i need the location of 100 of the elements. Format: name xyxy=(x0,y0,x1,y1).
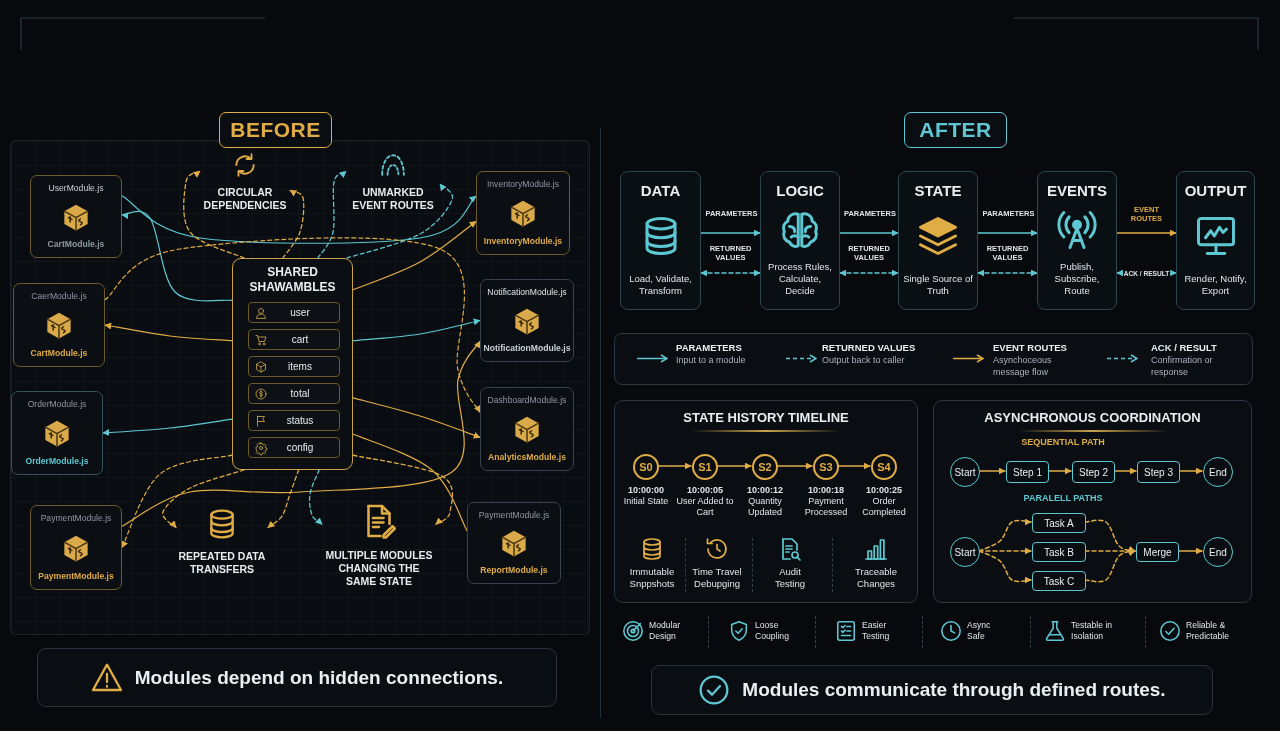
file-name: NotificationModule.js xyxy=(483,343,571,354)
module-card xyxy=(480,387,574,471)
stage-title: EVENTS xyxy=(1047,182,1107,199)
arrow xyxy=(1116,229,1177,237)
file-name: OrderModule.js xyxy=(25,456,89,467)
legend-text: EVENT ROUTES Asynchoceous message flow xyxy=(993,342,1068,378)
stage-card xyxy=(1176,171,1255,310)
file-name: PaymentModule.js xyxy=(38,571,114,582)
module-card xyxy=(30,505,122,590)
stage-description: Render, Notify, Export xyxy=(1183,273,1248,297)
dashed-arrow xyxy=(183,170,245,259)
step-box: Step 3 xyxy=(1137,461,1180,483)
callout-text: CIRCULAR DEPENDENCIES xyxy=(202,186,288,212)
variable-row xyxy=(248,329,340,350)
module-card xyxy=(476,171,570,255)
dashed-double-arrow xyxy=(839,269,899,277)
file-name: InventoryModule.js xyxy=(486,179,560,190)
timeline-step-circle: S3 xyxy=(813,454,839,480)
dashed-arrow xyxy=(978,518,1032,552)
arrow xyxy=(121,195,477,244)
terminal-circle: End xyxy=(1203,457,1233,487)
dashed-arrow xyxy=(104,237,481,413)
callout-text: UNMARKED EVENT ROUTES xyxy=(351,186,435,212)
feature-caption: Immutable Snppshots xyxy=(628,566,676,590)
arrow xyxy=(352,318,481,342)
variable-name: total xyxy=(290,388,310,399)
feature-caption: Easier Testing xyxy=(862,620,891,642)
arrow xyxy=(776,462,813,470)
arrow xyxy=(121,210,233,302)
stage-card xyxy=(898,171,978,310)
stage-title: LOGIC xyxy=(776,182,824,199)
step-box: Task C xyxy=(1032,571,1086,591)
arrow xyxy=(1177,547,1203,555)
feature-caption: Traceable Changes xyxy=(854,566,898,590)
stage-description: Process Rules, Calculate, Decide xyxy=(767,261,833,297)
variable-row xyxy=(248,437,340,458)
section-panel xyxy=(933,400,1252,603)
variable-name: items xyxy=(288,361,312,372)
shared-state-panel xyxy=(232,258,353,470)
panel-title: ASYNCHRONOUS COORDINATION xyxy=(984,410,1201,425)
stage-title: STATE xyxy=(914,182,962,199)
arrow xyxy=(1047,467,1072,475)
legend-text: RETURNED VALUES Output back to caller xyxy=(822,342,916,366)
dashed-double-arrow xyxy=(700,269,761,277)
step-caption: Initial State xyxy=(623,496,669,507)
step-caption: Quantity Updated xyxy=(747,496,783,518)
file-name: PaymentModule.js xyxy=(478,510,550,521)
file-name: InventoryModule.js xyxy=(483,236,563,247)
section-subheading: SEQUENTIAL PATH xyxy=(1021,437,1105,447)
dashed-arrow xyxy=(978,547,1032,555)
stage-description: Single Source of Truth xyxy=(902,273,974,297)
file-name: OrderModule.js xyxy=(27,399,87,410)
section-badge: BEFORE xyxy=(219,112,332,148)
stage-card xyxy=(620,171,701,310)
feature-caption: Time Travel Debupging xyxy=(691,566,743,590)
feature-caption: Reliable & Predictable xyxy=(1186,620,1230,642)
variable-name: status xyxy=(286,415,314,426)
module-card xyxy=(480,279,574,362)
variable-row xyxy=(248,302,340,323)
step-caption: Order Completed xyxy=(861,496,907,518)
variable-row xyxy=(248,356,340,377)
timestamp: 10:00:00 xyxy=(628,485,664,496)
file-name: CartModule.js xyxy=(30,348,88,359)
step-box: Step 1 xyxy=(1006,461,1049,483)
timeline-step-circle: S4 xyxy=(871,454,897,480)
arrow xyxy=(352,397,481,439)
dashed-arrow xyxy=(121,454,233,549)
stage-title: OUTPUT xyxy=(1184,182,1247,199)
file-name: UserModule.js xyxy=(48,183,104,194)
stage-card xyxy=(1037,171,1117,310)
file-name: CaerModule.js xyxy=(31,291,87,302)
variable-name: cart xyxy=(291,334,309,345)
timestamp: 10:00:12 xyxy=(747,485,783,496)
banner-text: Modules communicate through defined routes. xyxy=(742,679,1166,701)
dashed-arrow xyxy=(346,183,454,259)
step-box: Task A xyxy=(1032,513,1086,533)
legend-text: ACK / RESULT Confirmation or response xyxy=(1151,342,1218,378)
message-banner xyxy=(651,665,1213,715)
terminal-circle: Start xyxy=(950,457,980,487)
file-name: CartModule.js xyxy=(47,239,105,250)
timeline-step-circle: S0 xyxy=(633,454,659,480)
step-box: Merge xyxy=(1136,542,1179,562)
feature-caption: Audit Testing xyxy=(773,566,807,590)
module-card xyxy=(467,502,561,584)
arrow xyxy=(657,462,692,470)
arrow xyxy=(1113,467,1137,475)
module-card xyxy=(30,175,122,258)
banner-text: Modules depend on hidden connections. xyxy=(134,666,504,689)
variable-name: user xyxy=(290,307,310,318)
timeline-step-circle: S1 xyxy=(692,454,718,480)
variable-row xyxy=(248,383,340,404)
stage-card xyxy=(760,171,840,310)
arrow xyxy=(1178,467,1203,475)
stage-description: Load, Validate, Transform xyxy=(628,273,693,297)
variable-row xyxy=(248,410,340,431)
dashed-arrow xyxy=(978,550,1032,584)
terminal-circle: End xyxy=(1203,537,1233,567)
dashed-arrow xyxy=(352,454,454,525)
message-banner xyxy=(37,648,557,707)
arrow xyxy=(837,462,871,470)
